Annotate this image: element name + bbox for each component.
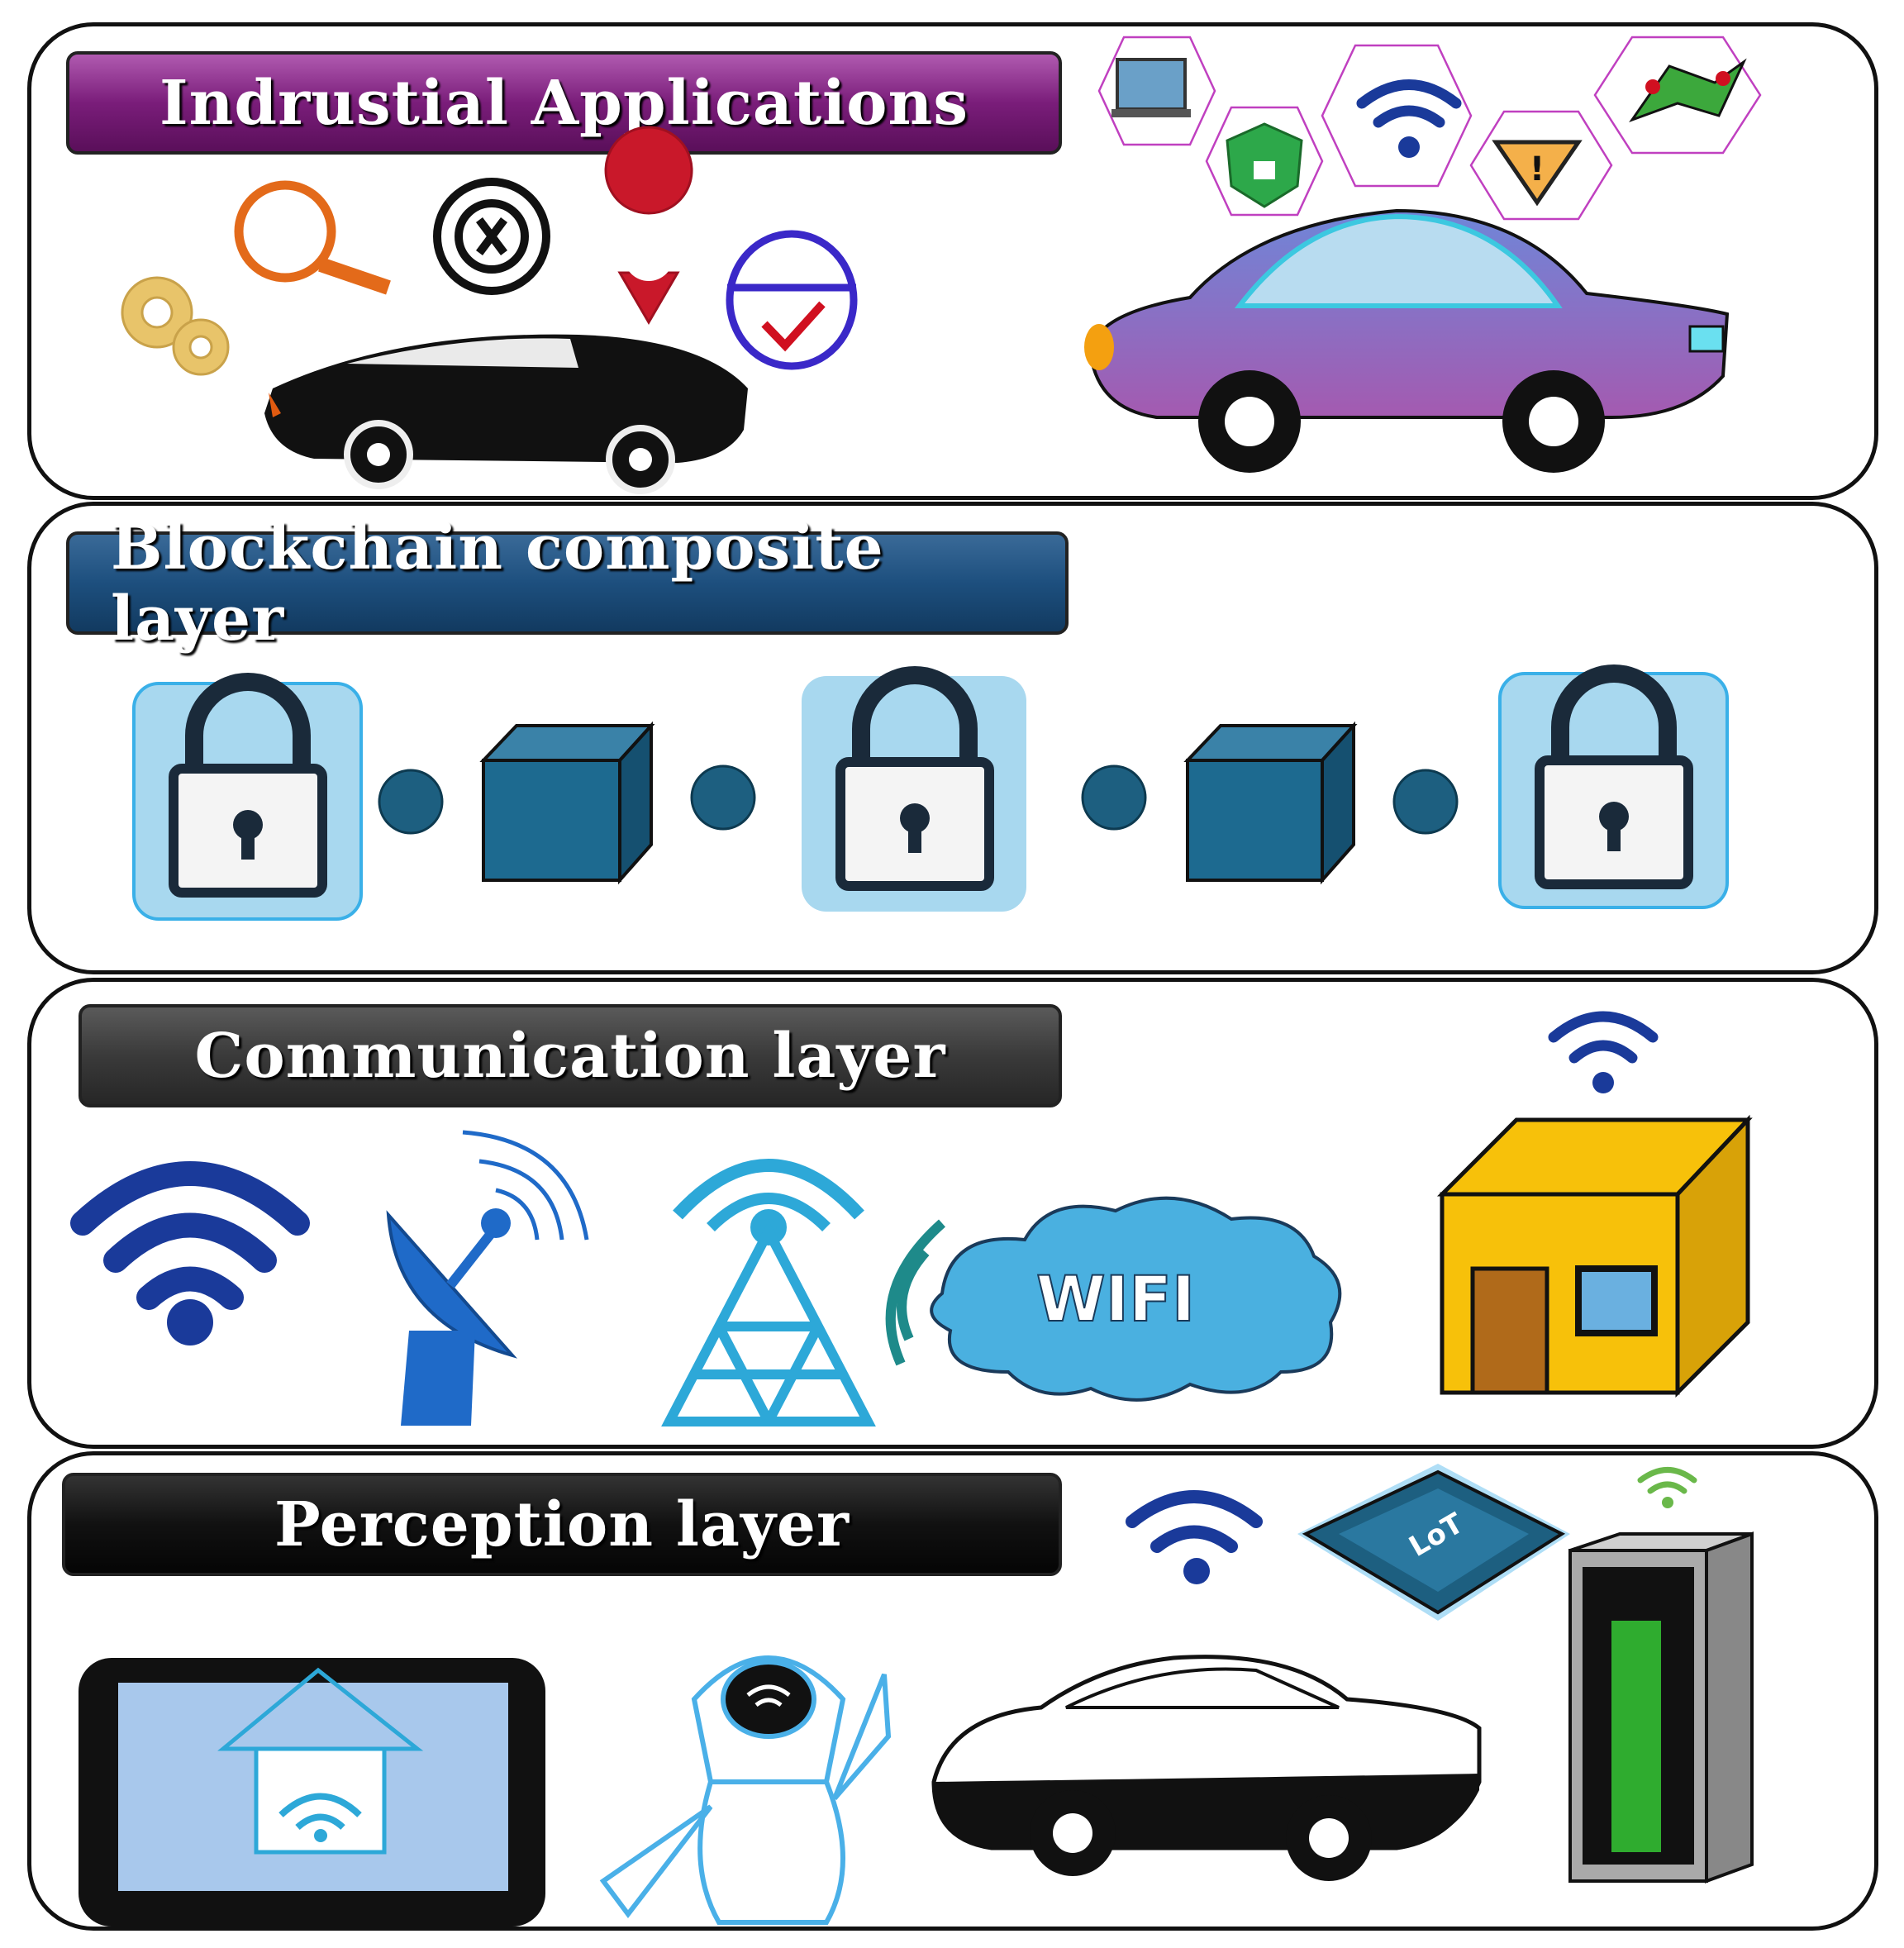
block-cube-icon [479, 721, 655, 885]
settings-gear-icon [433, 178, 550, 295]
chain-link-dot [1081, 764, 1147, 831]
car-icon [931, 1655, 1482, 1881]
chip-icon [1297, 1464, 1570, 1621]
wifi-icon [70, 1161, 310, 1310]
wifi-icon [1548, 1011, 1659, 1064]
wifi-icon [1356, 79, 1462, 128]
car-icon-purple [1084, 208, 1730, 473]
industrial-applications-title: Indrustial Applications [66, 51, 1062, 155]
robot-icon [599, 1655, 892, 1925]
blockchain-chain-art [132, 664, 1729, 921]
padlock-icon [1498, 664, 1729, 909]
server-icon [1568, 1531, 1754, 1884]
warning-icon: ! [1492, 140, 1583, 207]
wifi-icon-green [1637, 1467, 1697, 1494]
magnifier-icon [234, 180, 391, 295]
chain-link-dot [1392, 769, 1459, 835]
map-icon [1629, 58, 1747, 123]
perception-icons-art: LoT [79, 1464, 1754, 1927]
svg-text:!: ! [1530, 150, 1545, 188]
industrial-icons-art: ! [121, 36, 1762, 494]
communication-layer-title: Communication layer [79, 1004, 1062, 1107]
wifi-icon [1126, 1490, 1263, 1553]
house-icon [1436, 1114, 1753, 1398]
car-icon [264, 334, 748, 494]
padlock-icon [802, 666, 1026, 912]
gears-icon [121, 276, 230, 376]
tablet-icon [79, 1658, 545, 1927]
check-shield-icon [726, 230, 858, 370]
communication-icons-art: WIFI [70, 1011, 1753, 1426]
satellite-dish-icon [386, 1130, 589, 1426]
laptop-tools-icon [1111, 58, 1191, 117]
cloud-wifi-label: WIFI [1036, 1262, 1195, 1336]
chain-link-dot [378, 769, 444, 835]
location-pin-icon [604, 126, 693, 325]
cell-tower-icon [661, 1159, 876, 1426]
chain-link-dot [690, 764, 756, 831]
signal-waves-icon [885, 1219, 945, 1366]
cloud-icon [930, 1196, 1342, 1402]
padlock-icon [132, 673, 363, 921]
block-cube-icon [1183, 721, 1358, 885]
hexagon-icons [1097, 36, 1762, 221]
perception-layer-title: Perception layer [62, 1473, 1062, 1576]
